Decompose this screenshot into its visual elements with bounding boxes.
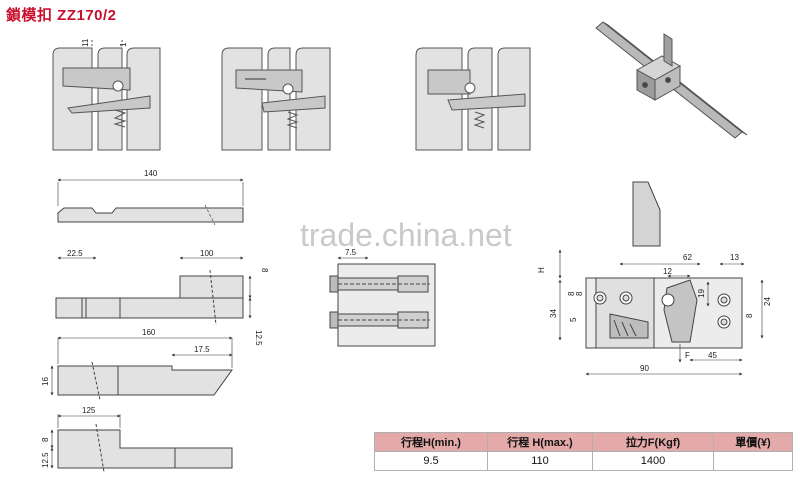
block-dim-8: 8 [41, 437, 50, 442]
assembly-dim-8c: 8 [745, 313, 754, 318]
assembly-view [585, 181, 743, 349]
rail-dim-8: 8 [260, 268, 269, 273]
rail-side-view [57, 207, 244, 223]
value-min-stroke: 9.5 [374, 451, 488, 471]
bar-dim-16: 16 [41, 377, 50, 386]
assembly-dim-5: 5 [569, 317, 578, 322]
block-view [57, 423, 233, 473]
operation-step-2 [221, 47, 331, 151]
middle-section-view [329, 263, 436, 347]
assembly-stroke-H: H [537, 267, 546, 273]
value-max-stroke: 110 [487, 451, 593, 471]
block-dim-12: 12.5 [41, 452, 50, 468]
assembly-dim-8a: 8 [567, 291, 576, 296]
assembly-dim-12: 12 [663, 267, 672, 276]
spec-table-header-row: 行程H(min.) 行程 H(max.) 拉力F(Kgf) 單價(¥) [374, 432, 793, 452]
rail-dim-22: 22.5 [67, 249, 83, 258]
assembly-dim-13: 13 [730, 253, 739, 262]
rail-front-view [55, 269, 244, 326]
assembly-dim-90: 90 [640, 364, 649, 373]
product-3d-view [595, 21, 748, 139]
assembly-dim-24: 24 [763, 297, 772, 306]
product-title: 鎖模扣 ZZ170/2 [6, 7, 117, 24]
assembly-dim-62: 62 [683, 253, 692, 262]
header-max-stroke: 行程 H(max.) [487, 432, 593, 452]
operation-step-3 [415, 47, 531, 151]
rail-length-dim: 140 [144, 169, 158, 178]
assembly-force-F: F [685, 351, 690, 360]
slot-dim-b: 1 [119, 42, 128, 47]
watermark: trade.china.net [300, 217, 512, 253]
header-unit-price: 單價(¥) [713, 432, 793, 452]
spec-table: 行程H(min.) 行程 H(max.) 拉力F(Kgf) 單價(¥) 9.5 … [374, 432, 793, 471]
assembly-dim-19: 19 [697, 289, 706, 298]
bar-view [57, 361, 233, 401]
value-unit-price [713, 451, 793, 471]
rail-dim-12: 12.5 [254, 330, 263, 346]
assembly-dim-45: 45 [708, 351, 717, 360]
value-pull-force: 1400 [592, 451, 714, 471]
section-dim-7: 7.5 [345, 248, 357, 257]
block-dim-125: 125 [82, 406, 96, 415]
header-min-stroke: 行程H(min.) [374, 432, 488, 452]
spec-table-value-row: 9.5 110 1400 [374, 451, 793, 471]
rail-dim-100: 100 [200, 249, 214, 258]
bar-length-dim: 160 [142, 328, 156, 337]
operation-step-1 [52, 40, 161, 151]
assembly-dim-34: 34 [549, 309, 558, 318]
assembly-dim-8b: 8 [575, 291, 584, 296]
slot-dim-a: 11 [81, 38, 90, 47]
bar-dim-17: 17.5 [194, 345, 210, 354]
header-pull-force: 拉力F(Kgf) [592, 432, 714, 452]
